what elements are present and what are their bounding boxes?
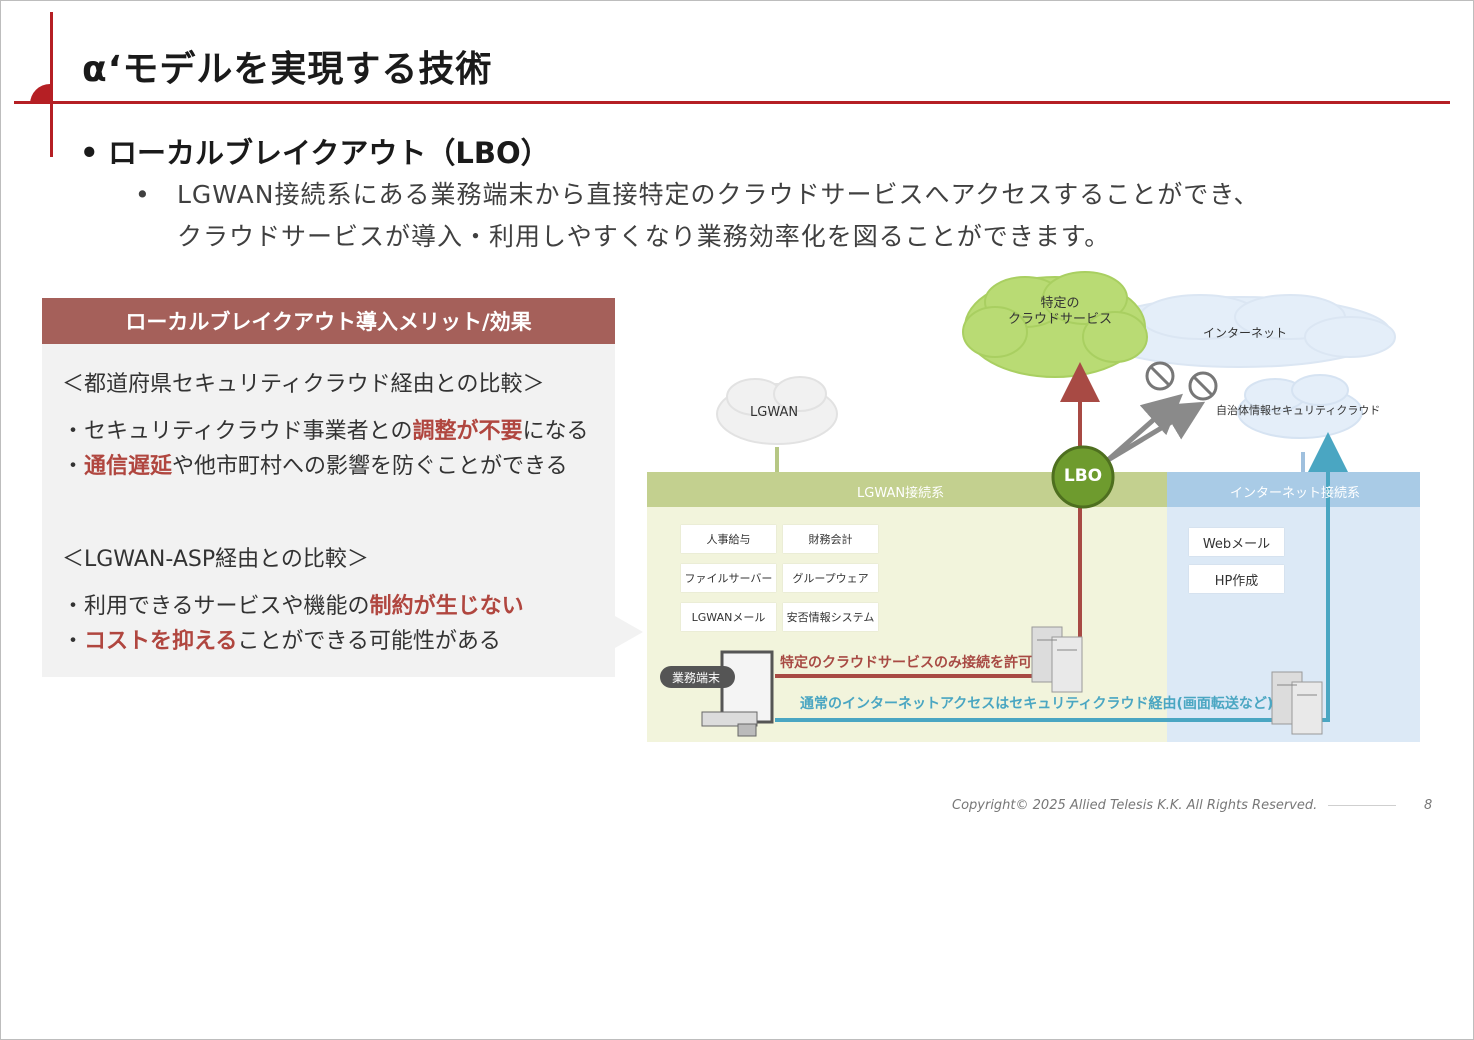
prohibited-icon-1: [1145, 361, 1175, 391]
prohibited-icon-2: [1188, 371, 1218, 401]
blue-path-label: 通常のインターネットアクセスはセキュリティクラウド経由(画面転送など): [800, 696, 1274, 712]
zone-lgwan-label: LGWAN接続系: [857, 486, 945, 501]
merit-s1-item1: ・セキュリティクラウド事業者との調整が不要になる: [62, 413, 589, 445]
app-box: 安否情報システム: [783, 603, 878, 631]
lbo-circle-shape: [1051, 445, 1115, 509]
diagram-graphics: [647, 271, 1420, 742]
app-box: グループウェア: [783, 564, 878, 592]
merit-s2-item2: ・コストを抑えることができる可能性がある: [62, 623, 501, 655]
merit-text: になる: [522, 419, 589, 444]
cloud-specific-line2: クラウドサービス: [1007, 312, 1112, 327]
cloud-specific-line1: 特定の: [1040, 296, 1080, 311]
cloud-specific-shape: [962, 271, 1148, 378]
red-path-label: 特定のクラウドサービスのみ接続を許可: [780, 655, 1032, 671]
terminal-label: 業務端末: [672, 671, 721, 685]
bullet-marker: •: [80, 136, 99, 170]
merit-text: ・利用できるサービスや機能の: [62, 594, 370, 619]
merit-text: ・: [62, 454, 85, 479]
merit-text: ことができる可能性がある: [237, 629, 501, 654]
blocked-arrow-2: [1106, 401, 1206, 463]
merit-highlight: 制約が生じない: [369, 594, 524, 619]
merit-panel: [42, 344, 615, 677]
internet-server-icon: [1271, 671, 1323, 735]
merit-highlight: コストを抑える: [84, 629, 238, 654]
blue-path: [775, 432, 1348, 722]
lbo-network-diagram: 特定の クラウドサービス インターネット LGWAN 自治体情報セキュリティクラ…: [640, 262, 1430, 752]
merit-highlight: 調整が不要: [412, 419, 523, 444]
zone-internet-label: インターネット接続系: [1230, 486, 1361, 501]
internet-app-box: HP作成: [1189, 565, 1284, 593]
app-box: LGWANメール: [681, 603, 776, 631]
merit-text: ・: [62, 629, 85, 654]
app-box: 財務会計: [783, 525, 878, 553]
merit-section1-heading: ＜都道府県セキュリティクラウド経由との比較＞: [62, 372, 545, 397]
merit-highlight: 通信遅延: [84, 454, 173, 479]
terminal-label-bg: [660, 666, 735, 688]
cloud-security-label: 自治体情報セキュリティクラウド: [1216, 404, 1381, 417]
merit-s2-item1: ・利用できるサービスや機能の制約が生じない: [62, 588, 524, 620]
merit-text: ・セキュリティクラウド事業者との: [62, 419, 413, 444]
footer-divider: [1328, 805, 1396, 806]
merit-header: ローカルブレイクアウト導入メリット/効果: [42, 298, 615, 344]
app-box: 人事給与: [681, 525, 776, 553]
lbo-server-icon: [1031, 626, 1083, 693]
cloud-security-shape: [1237, 374, 1363, 439]
cloud-specific-label: 特定の クラウドサービス: [1005, 296, 1115, 328]
internet-zone-band: [1167, 472, 1420, 507]
sub-bullet: • LGWAN接続系にある業務端末から直接特定のクラウドサービスへアクセスすること…: [135, 174, 1259, 258]
merit-section2-heading: ＜LGWAN-ASP経由との比較＞: [62, 547, 369, 572]
main-bullet: • ローカルブレイクアウト（LBO）: [80, 130, 550, 172]
merit-text: や他市町村への影響を防ぐことができる: [172, 454, 568, 479]
page-number: 8: [1424, 798, 1433, 813]
title-accent-rule: [14, 101, 1450, 104]
cloud-lgwan-shape: [716, 376, 838, 445]
terminal-icon: [701, 650, 774, 737]
copyright: Copyright© 2025 Allied Telesis K.K. All …: [952, 798, 1318, 813]
cloud-lgwan-label: LGWAN: [750, 405, 799, 420]
merit-s1-item2: ・通信遅延や他市町村への影響を防ぐことができる: [62, 448, 568, 480]
main-bullet-text: ローカルブレイクアウト（LBO）: [108, 136, 550, 170]
merit-callout-pointer: [615, 616, 643, 648]
slide-title: α‘モデルを実現する技術: [82, 49, 493, 90]
app-box: ファイルサーバー: [681, 564, 776, 592]
sub-bullet-marker: •: [135, 180, 151, 209]
cloud-internet-label: インターネット: [1203, 326, 1288, 340]
title-accent-hook: [30, 84, 52, 104]
sub-bullet-line-1: LGWAN接続系にある業務端末から直接特定のクラウドサービスへアクセスすることが…: [177, 180, 1260, 209]
sub-bullet-line-2: クラウドサービスが導入・利用しやすくなり業務効率化を図ることができます。: [177, 222, 1111, 251]
lbo-label: LBO: [1063, 466, 1103, 486]
internet-app-box: Webメール: [1189, 528, 1284, 556]
cloud-internet-shape: [1089, 294, 1396, 368]
